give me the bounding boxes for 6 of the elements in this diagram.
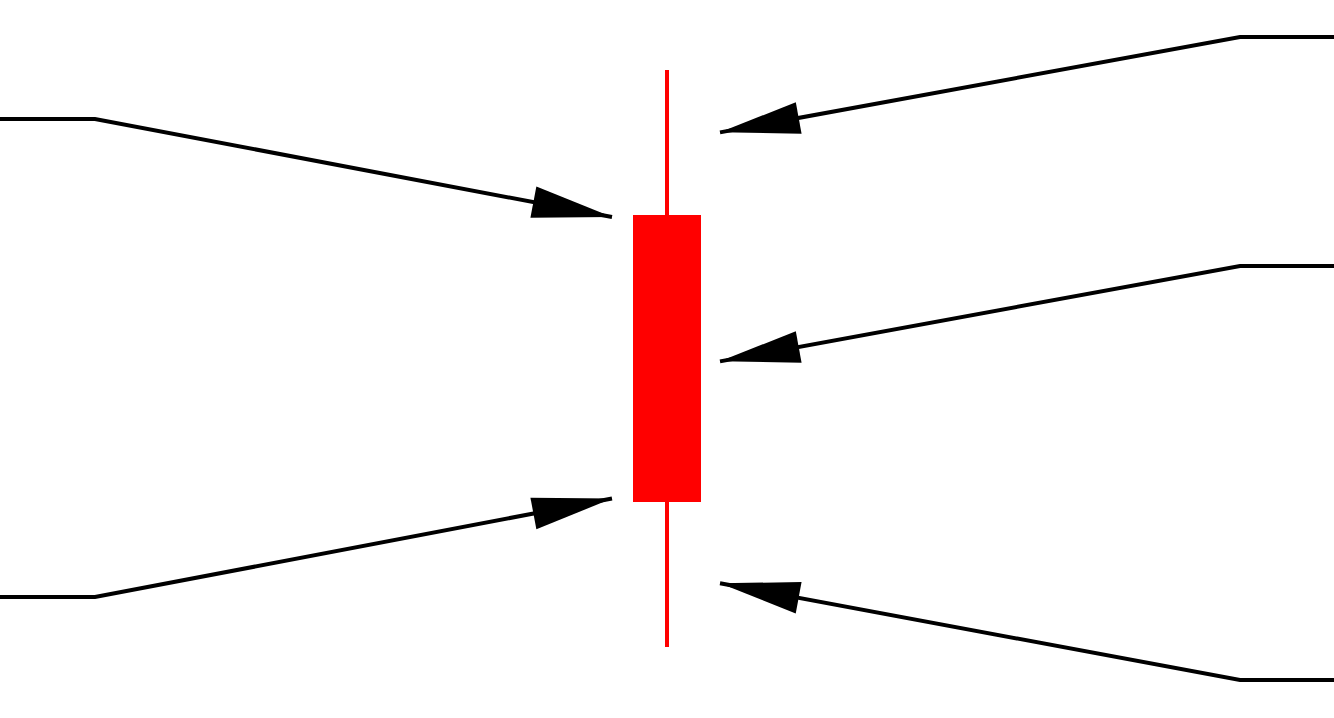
leader-line <box>719 35 1334 135</box>
leader-line <box>0 117 613 219</box>
leader-line <box>0 496 613 599</box>
candle-body <box>633 215 701 502</box>
leader-line <box>719 264 1334 364</box>
leader-line <box>719 581 1334 682</box>
